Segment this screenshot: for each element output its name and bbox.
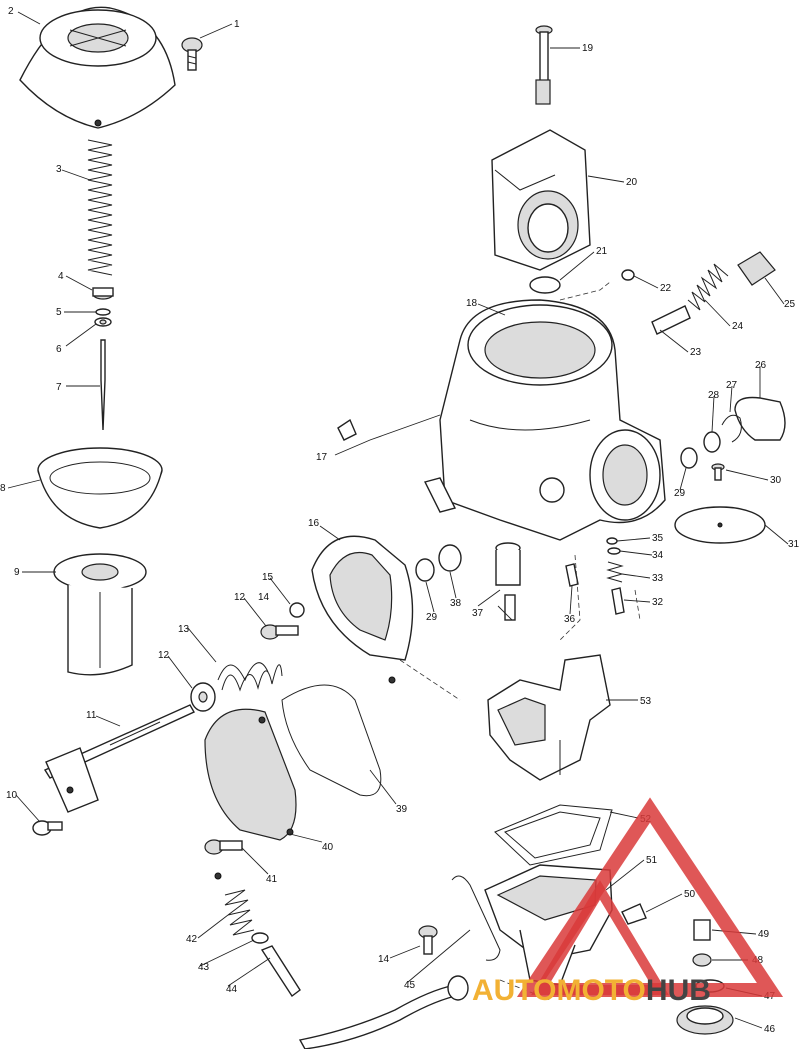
assembly-line-4 <box>634 589 641 621</box>
callout-41: 41 <box>266 874 278 885</box>
callout-31: 31 <box>788 539 800 550</box>
part-cap-ring-set <box>674 396 786 544</box>
callout-27: 27 <box>726 380 738 391</box>
callout-50: 50 <box>684 889 696 900</box>
part-throttle-bracket <box>491 129 591 271</box>
watermark-triangle-inner <box>531 880 669 995</box>
part-oring-pair <box>415 544 462 582</box>
callout-43: 43 <box>198 962 210 973</box>
callout-34: 34 <box>652 550 664 561</box>
callout-37: 37 <box>472 608 484 619</box>
callout-22: 22 <box>660 283 672 294</box>
part-side-screw <box>337 418 357 441</box>
callout-14a: 14 <box>378 954 390 965</box>
callout-labels: 1 2 3 4 5 6 7 8 9 10 11 12 12 13 14 14 1… <box>0 6 800 1035</box>
callout-14b: 14 <box>258 592 270 603</box>
part-cover-screw-lower <box>204 839 243 855</box>
callout-4: 4 <box>58 271 64 282</box>
watermark-text: AUTOMOTOHUB <box>472 974 711 1007</box>
callout-45: 45 <box>404 980 416 991</box>
callout-51: 51 <box>646 855 658 866</box>
part-throttle-slide <box>53 553 147 676</box>
leader-lines <box>7 11 789 1029</box>
part-pilot-screw-set <box>214 872 301 998</box>
assembly-line-1 <box>399 659 461 701</box>
callout-5: 5 <box>56 307 62 318</box>
callout-40: 40 <box>322 842 334 853</box>
part-drain-hose <box>298 975 469 1049</box>
callout-26: 26 <box>755 360 767 371</box>
part-mixing-body <box>311 535 414 684</box>
part-top-bolt <box>535 25 553 105</box>
callout-12b: 12 <box>234 592 246 603</box>
part-cover-gasket <box>281 684 382 797</box>
part-float <box>487 654 611 781</box>
assembly-line-3 <box>559 554 581 641</box>
callout-6: 6 <box>56 344 62 355</box>
callout-12a: 12 <box>158 650 170 661</box>
callout-44: 44 <box>226 984 238 995</box>
callout-11: 11 <box>86 710 97 721</box>
callout-8: 8 <box>0 483 6 494</box>
callout-33: 33 <box>652 573 664 584</box>
part-choke-washer <box>190 682 216 712</box>
callout-32: 32 <box>652 597 664 608</box>
part-drain-set <box>621 903 734 1035</box>
part-cap-screw <box>181 37 203 71</box>
part-oring-top <box>529 276 561 294</box>
part-choke-shaft <box>43 704 195 813</box>
callout-2: 2 <box>8 6 14 17</box>
callout-46: 46 <box>764 1024 776 1035</box>
part-top-cap <box>19 6 176 129</box>
callout-35: 35 <box>652 533 664 544</box>
callout-9: 9 <box>14 567 20 578</box>
callout-17: 17 <box>316 452 328 463</box>
watermark-logo: AUTOMOTOHUB <box>472 797 784 1007</box>
callout-3: 3 <box>56 164 62 175</box>
callout-15: 15 <box>262 572 274 583</box>
part-jet-set <box>565 537 625 615</box>
callout-38: 38 <box>450 598 462 609</box>
callout-19: 19 <box>582 43 594 54</box>
callout-53: 53 <box>640 696 652 707</box>
callout-36: 36 <box>564 614 576 625</box>
callout-30: 30 <box>770 475 782 486</box>
part-needle-retainer <box>92 287 114 327</box>
part-choke-spring <box>217 662 283 692</box>
callout-20: 20 <box>626 177 638 188</box>
part-choke-screw <box>32 820 63 836</box>
callout-42: 42 <box>186 934 198 945</box>
part-idle-adjuster <box>621 251 776 335</box>
part-main-jet-holder <box>495 542 521 621</box>
callout-25: 25 <box>784 299 796 310</box>
callout-1: 1 <box>234 19 240 30</box>
callout-10: 10 <box>6 790 18 801</box>
callout-49: 49 <box>758 929 770 940</box>
part-cover-screw-upper <box>260 624 299 640</box>
callout-29a: 29 <box>674 488 686 499</box>
part-jet-needle <box>100 339 106 431</box>
part-side-cover <box>204 708 297 841</box>
part-slide-spring <box>87 139 113 276</box>
callout-16: 16 <box>308 518 320 529</box>
part-diaphragm <box>37 447 163 529</box>
part-bowl-screw <box>418 925 438 955</box>
callout-7: 7 <box>56 382 62 393</box>
part-wire-clip <box>451 875 501 961</box>
callout-24: 24 <box>732 321 744 332</box>
part-bowl-gasket <box>494 804 613 866</box>
part-carburetor-body <box>423 299 666 541</box>
callout-23: 23 <box>690 347 702 358</box>
callout-39: 39 <box>396 804 408 815</box>
assembly-line-2 <box>559 281 611 301</box>
part-oring-small <box>289 602 305 618</box>
callout-28: 28 <box>708 390 720 401</box>
callout-13: 13 <box>178 624 190 635</box>
callout-29b: 29 <box>426 612 438 623</box>
callout-21: 21 <box>596 246 608 257</box>
callout-18: 18 <box>466 298 478 309</box>
